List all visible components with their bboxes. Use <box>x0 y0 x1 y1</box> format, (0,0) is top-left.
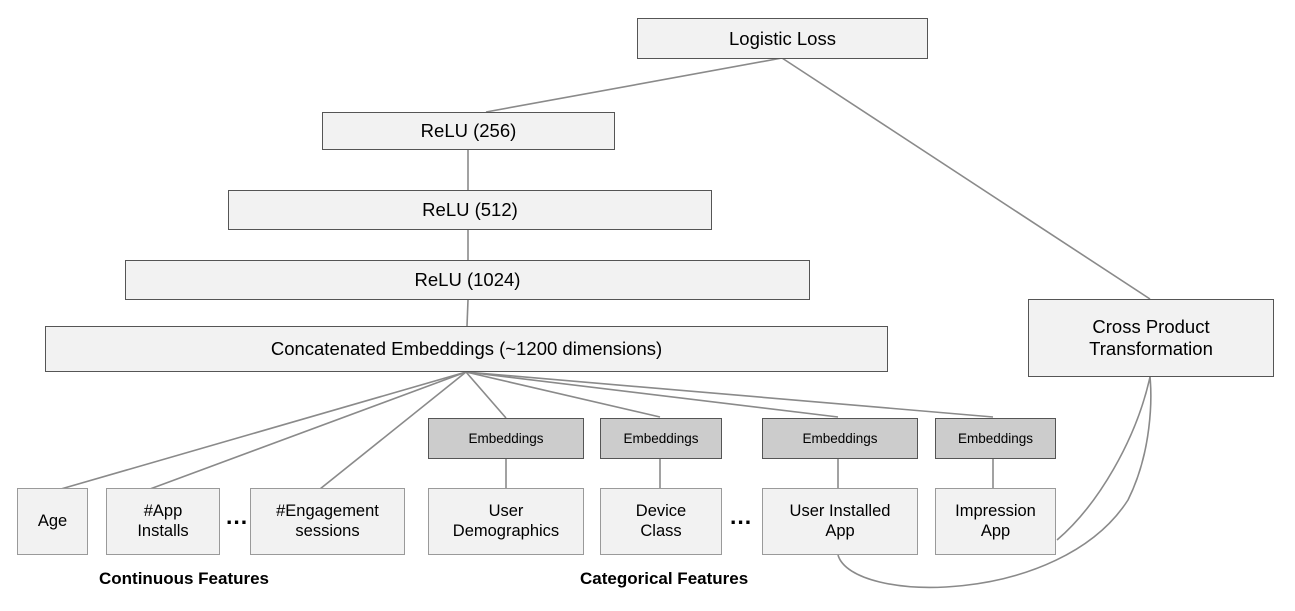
node-embedding-1[interactable]: Embeddings <box>428 418 584 459</box>
node-relu-512[interactable]: ReLU (512) <box>228 190 712 230</box>
node-relu-256[interactable]: ReLU (256) <box>322 112 615 150</box>
node-feature-impression-app-line1: Impression <box>955 502 1036 521</box>
edge-concat-to-embedding-1 <box>465 371 507 419</box>
node-feature-app-installs-line2: Installs <box>137 521 189 540</box>
node-feature-user-installed-app-line2: App <box>825 521 855 540</box>
node-feature-age[interactable]: Age <box>17 488 88 555</box>
edge-user-installed-app-to-cross <box>837 376 1152 589</box>
node-embedding-3-label: Embeddings <box>802 430 878 446</box>
node-embedding-3[interactable]: Embeddings <box>762 418 918 459</box>
edge-relu1024-to-concat <box>466 299 469 327</box>
node-concatenated-embeddings[interactable]: Concatenated Embeddings (~1200 dimension… <box>45 326 888 372</box>
edge-impression-app-to-cross <box>1056 376 1151 541</box>
node-feature-engagement-line1: #Engagement <box>276 502 379 521</box>
node-feature-app-installs-line1: #App <box>143 502 183 521</box>
node-feature-engagement-line2: sessions <box>295 521 360 540</box>
node-cross-product-line2: Transformation <box>1089 338 1213 359</box>
node-embedding-4-label: Embeddings <box>957 430 1034 446</box>
node-feature-user-demographics-line2: Demographics <box>452 521 560 540</box>
edge-concat-to-embedding-3 <box>465 371 839 418</box>
node-embedding-1-label: Embeddings <box>468 430 544 446</box>
edge-concat-to-app-installs <box>149 371 467 490</box>
node-embedding-2-label: Embeddings <box>623 430 699 446</box>
edge-concat-to-embedding-2 <box>465 371 661 418</box>
group-label-categorical-features: Categorical Features <box>580 569 749 588</box>
node-relu-512-label: ReLU (512) <box>422 199 518 221</box>
node-feature-user-installed-app-line1: User Installed <box>789 502 891 521</box>
group-label-continuous-features: Continuous Features <box>99 569 270 588</box>
edge-concat-to-age <box>53 371 467 492</box>
edge-loss-to-cross <box>781 57 1151 300</box>
node-feature-impression-app-line2: App <box>980 521 1011 540</box>
edge-loss-to-relu256 <box>485 57 783 113</box>
node-feature-app-installs[interactable]: #App Installs <box>106 488 220 555</box>
node-concatenated-embeddings-label: Concatenated Embeddings (~1200 dimension… <box>270 338 663 360</box>
node-feature-device-class-line2: Class <box>640 521 682 540</box>
node-logistic-loss-label: Logistic Loss <box>729 27 836 49</box>
node-embedding-4[interactable]: Embeddings <box>935 418 1056 459</box>
node-feature-user-installed-app[interactable]: User Installed App <box>762 488 918 555</box>
node-embedding-2[interactable]: Embeddings <box>600 418 722 459</box>
edge-concat-to-embedding-4 <box>465 371 994 418</box>
node-cross-product-line1: Cross Product <box>1092 316 1210 338</box>
node-feature-device-class[interactable]: Device Class <box>600 488 722 555</box>
node-feature-impression-app[interactable]: Impression App <box>935 488 1056 555</box>
node-logistic-loss[interactable]: Logistic Loss <box>637 18 928 59</box>
ellipsis-categorical: ... <box>730 503 753 529</box>
node-relu-1024-label: ReLU (1024) <box>414 269 521 291</box>
node-feature-engagement-sessions[interactable]: #Engagement sessions <box>250 488 405 555</box>
ellipsis-continuous: ... <box>226 503 249 529</box>
node-relu-1024[interactable]: ReLU (1024) <box>125 260 810 300</box>
node-relu-256-label: ReLU (256) <box>420 120 517 142</box>
node-feature-device-class-line1: Device <box>635 502 687 521</box>
node-feature-user-demographics[interactable]: User Demographics <box>428 488 584 555</box>
node-cross-product-transformation[interactable]: Cross Product Transformation <box>1028 299 1274 377</box>
node-feature-age-label: Age <box>37 511 68 530</box>
node-feature-user-demographics-line1: User <box>488 502 524 521</box>
